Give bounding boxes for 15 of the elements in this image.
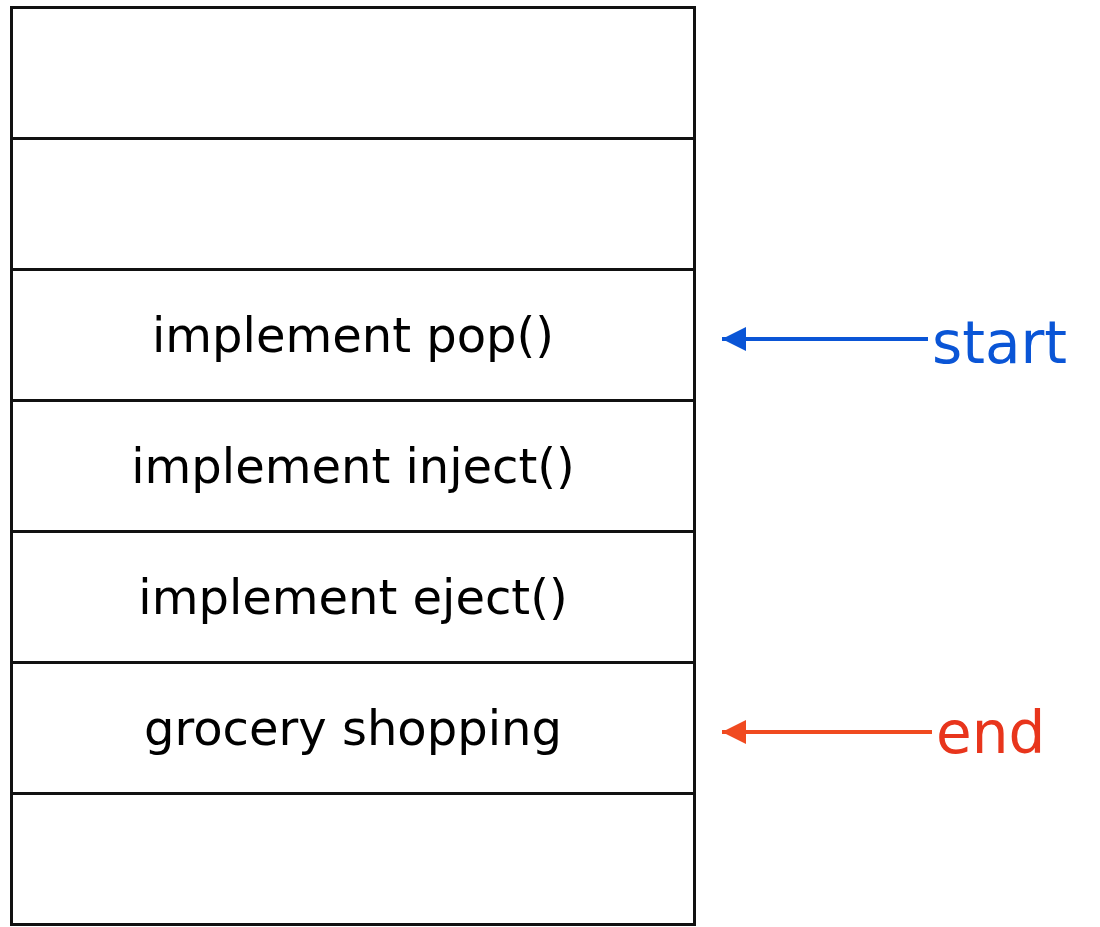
cell-label: implement pop() [152, 307, 554, 363]
pointer-label: start [932, 305, 1097, 381]
arrow [722, 327, 928, 351]
stack-cell [10, 661, 696, 795]
stack-cell [10, 268, 696, 402]
pointer-label: end [936, 695, 1076, 771]
cell-label: grocery shopping [144, 700, 562, 756]
cell-label: implement inject() [131, 438, 575, 494]
stack-cell [10, 137, 696, 271]
stack-cell [10, 792, 696, 926]
stack-cell [10, 6, 696, 140]
cell-label: implement eject() [138, 569, 568, 625]
stack-cell [10, 399, 696, 533]
stack-cell [10, 530, 696, 664]
arrow [722, 720, 932, 744]
